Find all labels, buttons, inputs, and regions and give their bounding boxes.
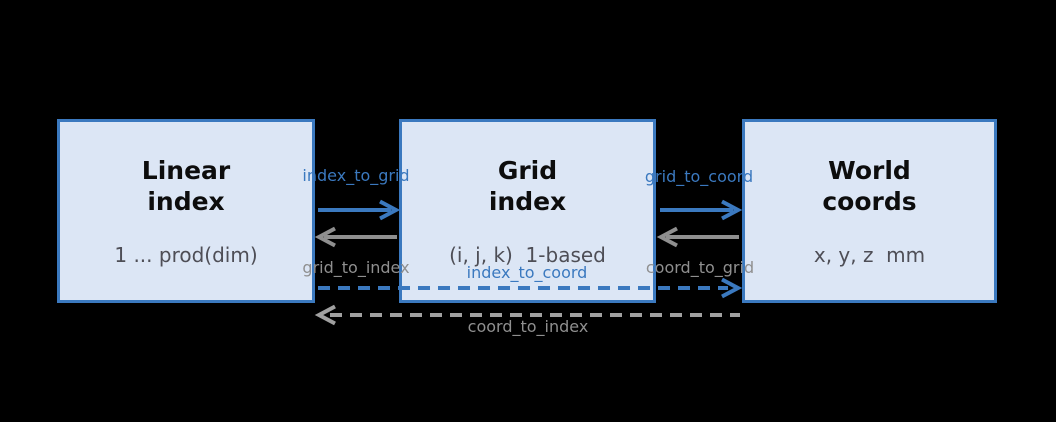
box-linear-subtitle: 1 ... prod(dim) — [114, 243, 258, 267]
box-world-coords: World coords x, y, z mm — [742, 119, 997, 303]
box-linear-index: Linear index 1 ... prod(dim) — [57, 119, 315, 303]
box-linear-title-line2: index — [147, 187, 225, 216]
box-linear-title-line1: Linear — [141, 156, 231, 185]
box-grid-title-line1: Grid — [497, 156, 558, 185]
arrow-grid-to-index — [314, 226, 397, 248]
box-world-title-line1: World — [828, 156, 911, 185]
arrow-index-to-grid — [318, 199, 401, 221]
box-grid-subtitle: (i, j, k) 1-based — [449, 243, 606, 267]
arrow-grid-to-coord — [660, 199, 743, 221]
label-index-to-grid: index_to_grid — [302, 166, 410, 185]
box-linear-title: Linear index — [60, 155, 312, 217]
box-world-subtitle: x, y, z mm — [813, 243, 926, 267]
label-grid-to-index: grid_to_index — [302, 258, 410, 277]
label-coord-to-grid: coord_to_grid — [645, 258, 755, 277]
box-grid-index: Grid index (i, j, k) 1-based — [399, 119, 656, 303]
arrow-coord-to-grid — [656, 226, 739, 248]
label-index-to-coord: index_to_coord — [466, 263, 588, 282]
box-world-title: World coords — [745, 155, 994, 217]
box-grid-title-line2: index — [488, 187, 567, 216]
label-grid-to-coord: grid_to_coord — [644, 167, 754, 186]
label-coord-to-index: coord_to_index — [467, 317, 589, 336]
box-world-title-line2: coords — [822, 187, 917, 216]
box-grid-title: Grid index — [402, 155, 653, 217]
